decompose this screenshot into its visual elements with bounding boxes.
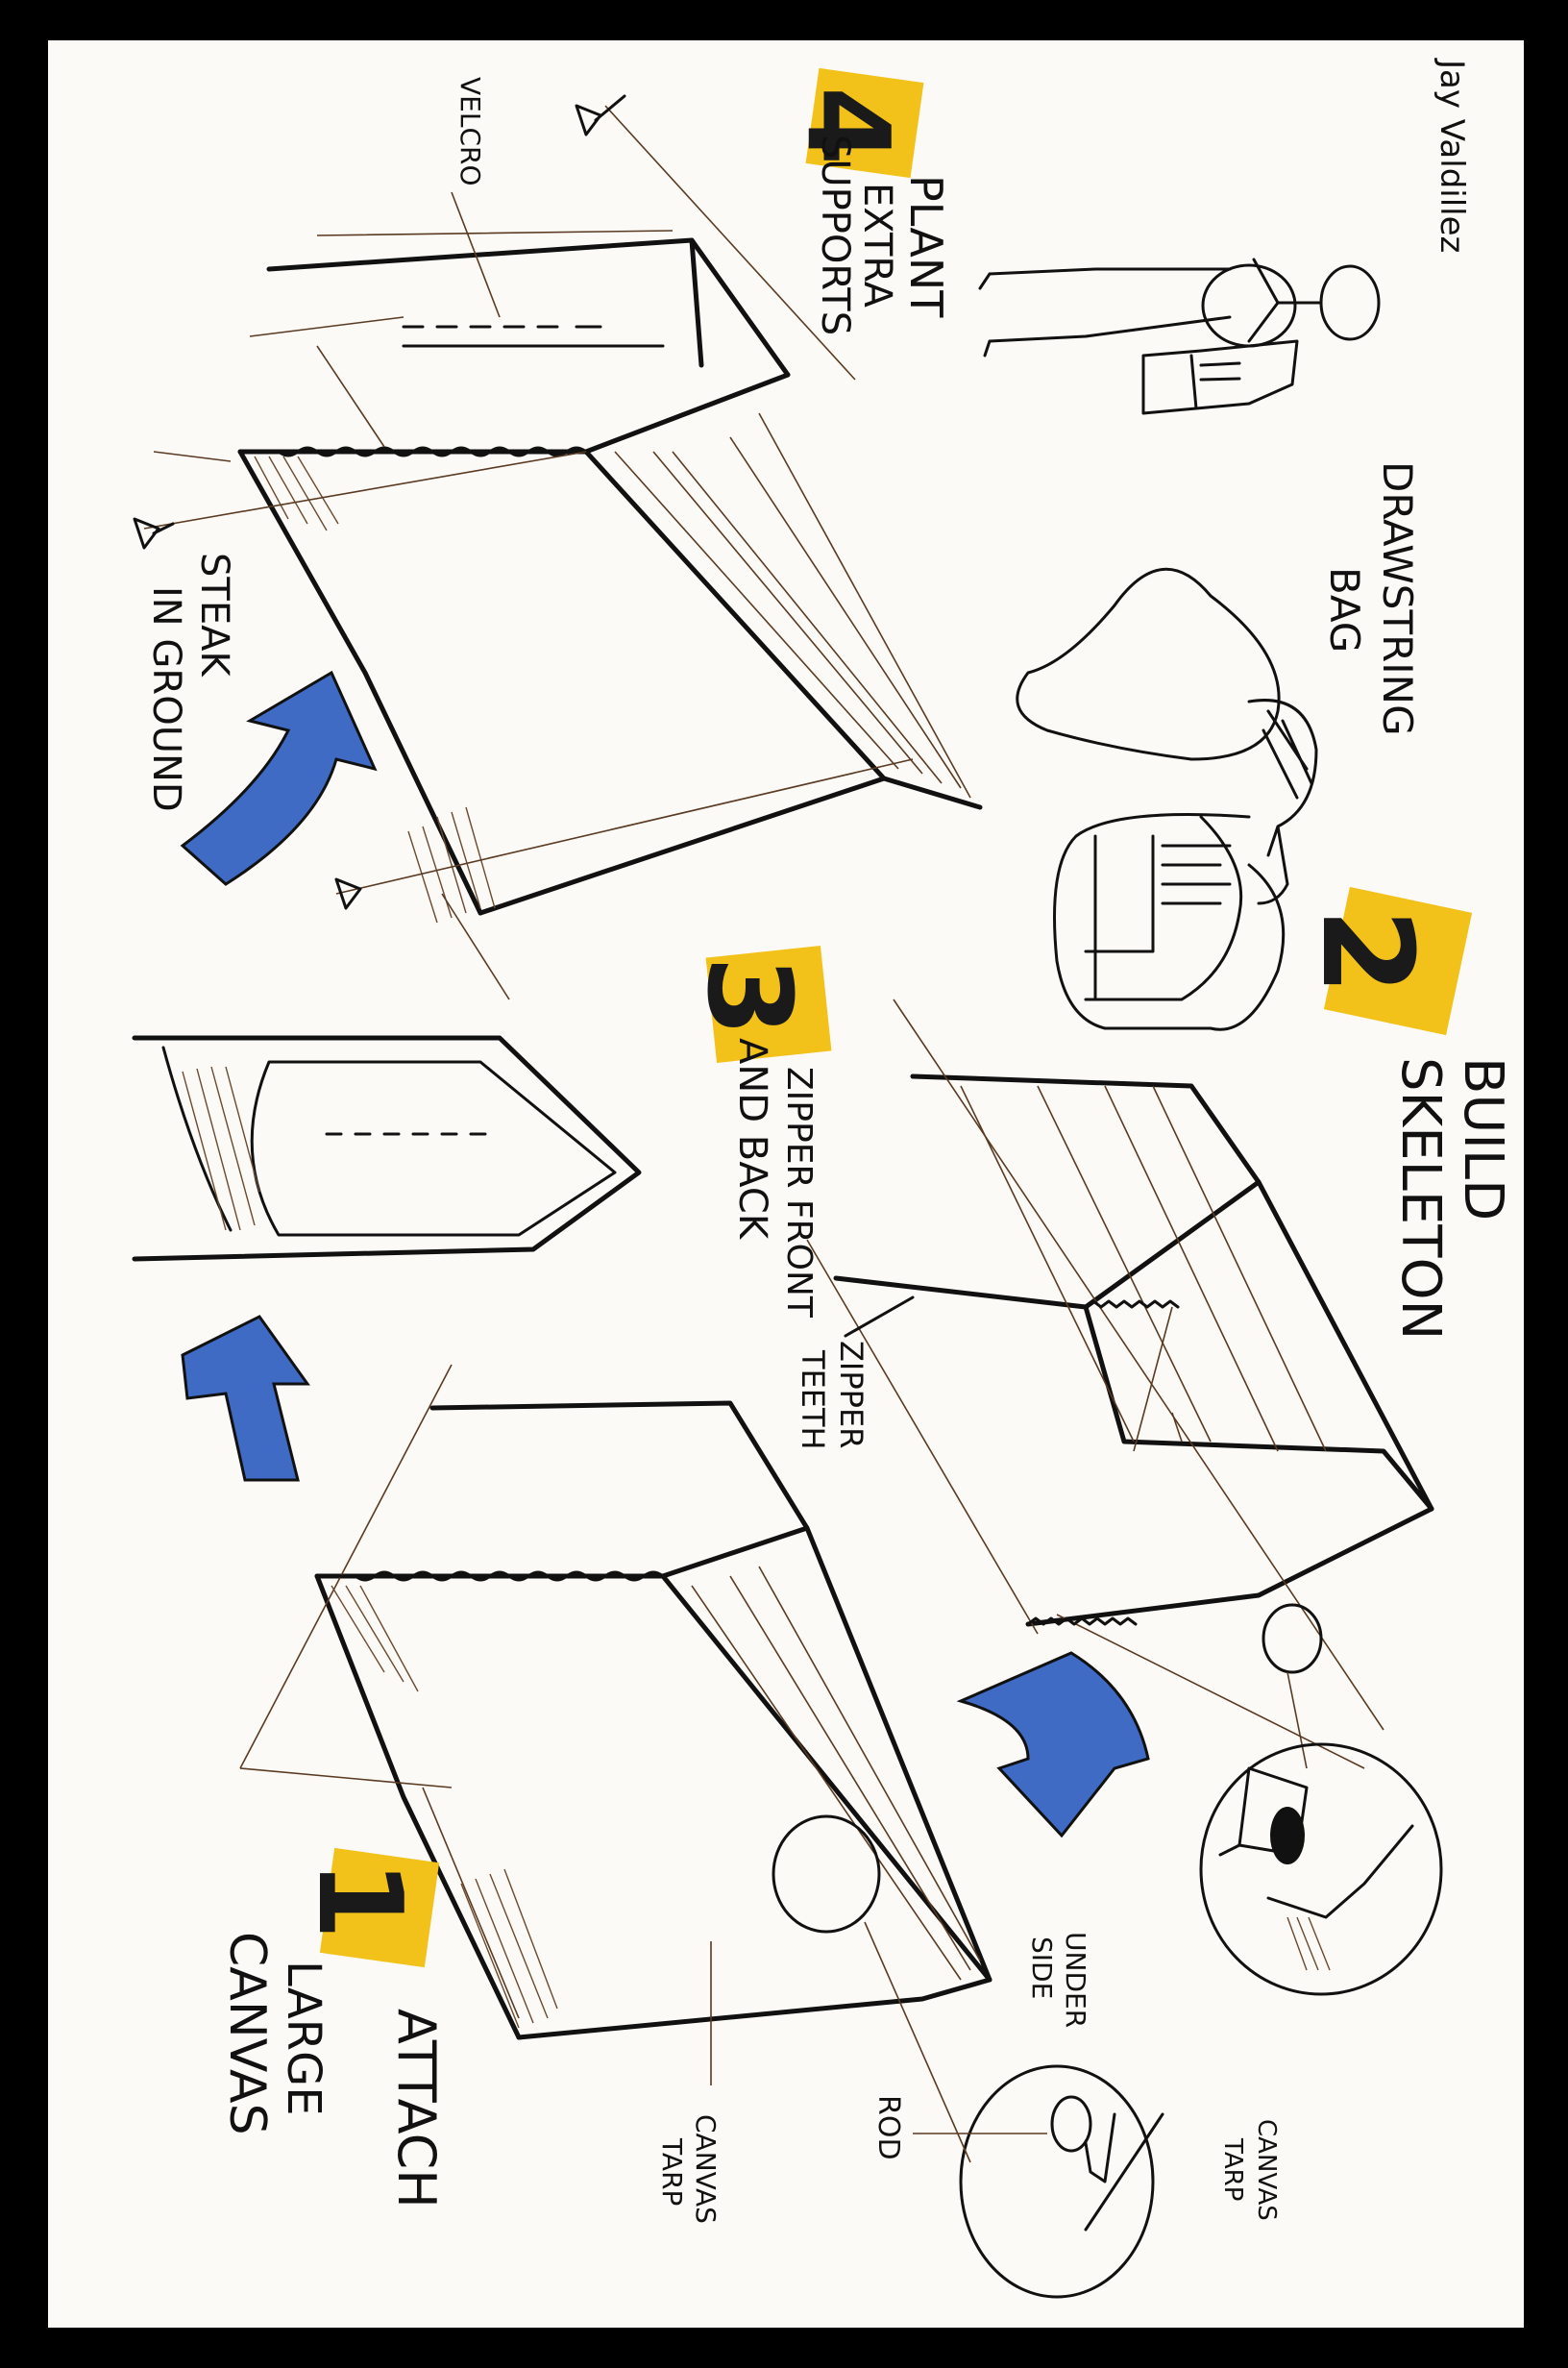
label-canvas-tarp2-line1: CANVAS <box>1252 2119 1281 2221</box>
label-canvas-tarp-line1: CANVAS <box>690 2114 722 2224</box>
author-name: Jay Valdillez <box>1433 58 1471 253</box>
step2-number: 2 <box>1294 908 1440 995</box>
step1-title: ATTACH <box>386 2009 447 2208</box>
label-zipper-line1: ZIPPER <box>833 1341 870 1448</box>
label-canvas-tarp2-line2: TARP <box>1218 2137 1247 2201</box>
step1-subtitle2: CANVAS <box>218 1932 276 2135</box>
label-drawstring-line1: DRAWSTRING <box>1374 461 1421 736</box>
label-zipper-line2: TEETH <box>795 1349 831 1450</box>
label-velcro: VELCRO <box>454 77 486 186</box>
step1-subtitle: LARGE <box>277 1961 331 2116</box>
step3-title: ZIPPER FRONT <box>779 1067 819 1319</box>
step3-number: 3 <box>681 956 815 1037</box>
label-underside-line1: UNDER <box>1060 1932 1091 2028</box>
step4-subtitle: EXTRA <box>855 183 899 308</box>
step1-number: 1 <box>292 1860 426 1940</box>
label-steak-line2: IN GROUND <box>144 586 188 812</box>
label-steak-line1: STEAK <box>192 553 236 678</box>
step3-subtitle: AND BACK <box>730 1038 774 1241</box>
step4-title: PLANT <box>900 175 952 318</box>
step4-subtitle2: SUPPORTS <box>813 135 857 335</box>
label-drawstring-line2: BAG <box>1321 567 1368 653</box>
label-rod: ROD <box>871 2095 905 2160</box>
step2-title: BUILD <box>1452 1057 1514 1221</box>
step2-subtitle: SKELETON <box>1389 1057 1452 1340</box>
label-underside-line2: SIDE <box>1026 1936 1058 1999</box>
label-canvas-tarp-line2: TARP <box>656 2137 688 2206</box>
